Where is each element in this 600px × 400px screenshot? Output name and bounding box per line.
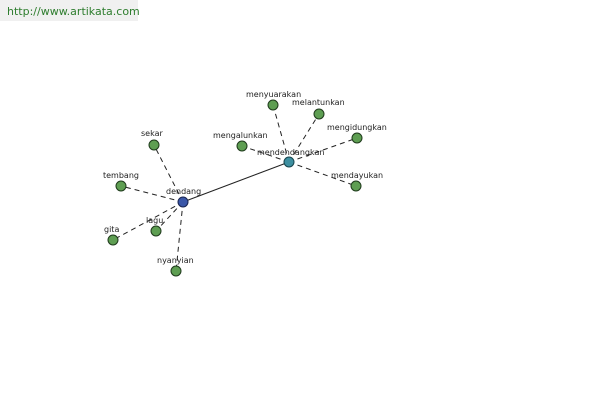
node-layer — [107, 99, 363, 277]
node-gita[interactable] — [107, 234, 119, 246]
node-mengidungkan[interactable] — [351, 132, 363, 144]
node-tembang[interactable] — [115, 180, 127, 192]
node-label-menyuarakan: menyuarakan — [246, 90, 301, 99]
node-label-melantunkan: melantunkan — [292, 98, 345, 107]
node-label-nyanyian: nyanyian — [157, 256, 194, 265]
node-menyuarakan[interactable] — [267, 99, 279, 111]
node-label-lagu: lagu — [146, 216, 163, 225]
label-layer: dendang mendendangkan sekar tembang gita lagu… — [103, 90, 387, 265]
node-mendendangkan[interactable] — [283, 156, 295, 168]
node-sekar[interactable] — [148, 139, 160, 151]
edge-dendang-tembang — [120, 185, 184, 203]
edge-dendang-lagu — [155, 201, 184, 232]
edge-mendendangkan-menyuarakan — [272, 104, 290, 163]
node-label-gita: gita — [104, 225, 119, 234]
node-label-sekar: sekar — [141, 129, 163, 138]
node-dendang[interactable] — [177, 196, 189, 208]
node-label-mendendangkan: mendendangkan — [257, 148, 324, 157]
node-label-mendayukan: mendayukan — [331, 171, 383, 180]
node-label-mengidungkan: mengidungkan — [327, 123, 387, 132]
node-mengalunkan[interactable] — [236, 140, 248, 152]
edge-dendang-nyanyian — [175, 201, 184, 272]
edge-dendang-mendendangkan — [182, 161, 290, 203]
node-label-mengalunkan: mengalunkan — [213, 131, 268, 140]
url-banner: http://www.artikata.com — [0, 0, 140, 21]
node-nyanyian[interactable] — [170, 265, 182, 277]
edge-mendendangkan-mengidungkan — [288, 137, 358, 163]
site-url-text: http://www.artikata.com — [7, 5, 140, 18]
node-label-tembang: tembang — [103, 171, 139, 180]
node-lagu[interactable] — [150, 225, 162, 237]
node-melantunkan[interactable] — [313, 108, 325, 120]
node-label-dendang: dendang — [166, 187, 201, 196]
node-mendayukan[interactable] — [350, 180, 362, 192]
edge-dendang-sekar — [153, 144, 184, 203]
edge-dendang-gita — [112, 201, 184, 241]
edge-mendendangkan-melantunkan — [288, 113, 320, 163]
edge-mendendangkan-mendayukan — [288, 161, 357, 187]
edge-layer — [112, 104, 358, 272]
